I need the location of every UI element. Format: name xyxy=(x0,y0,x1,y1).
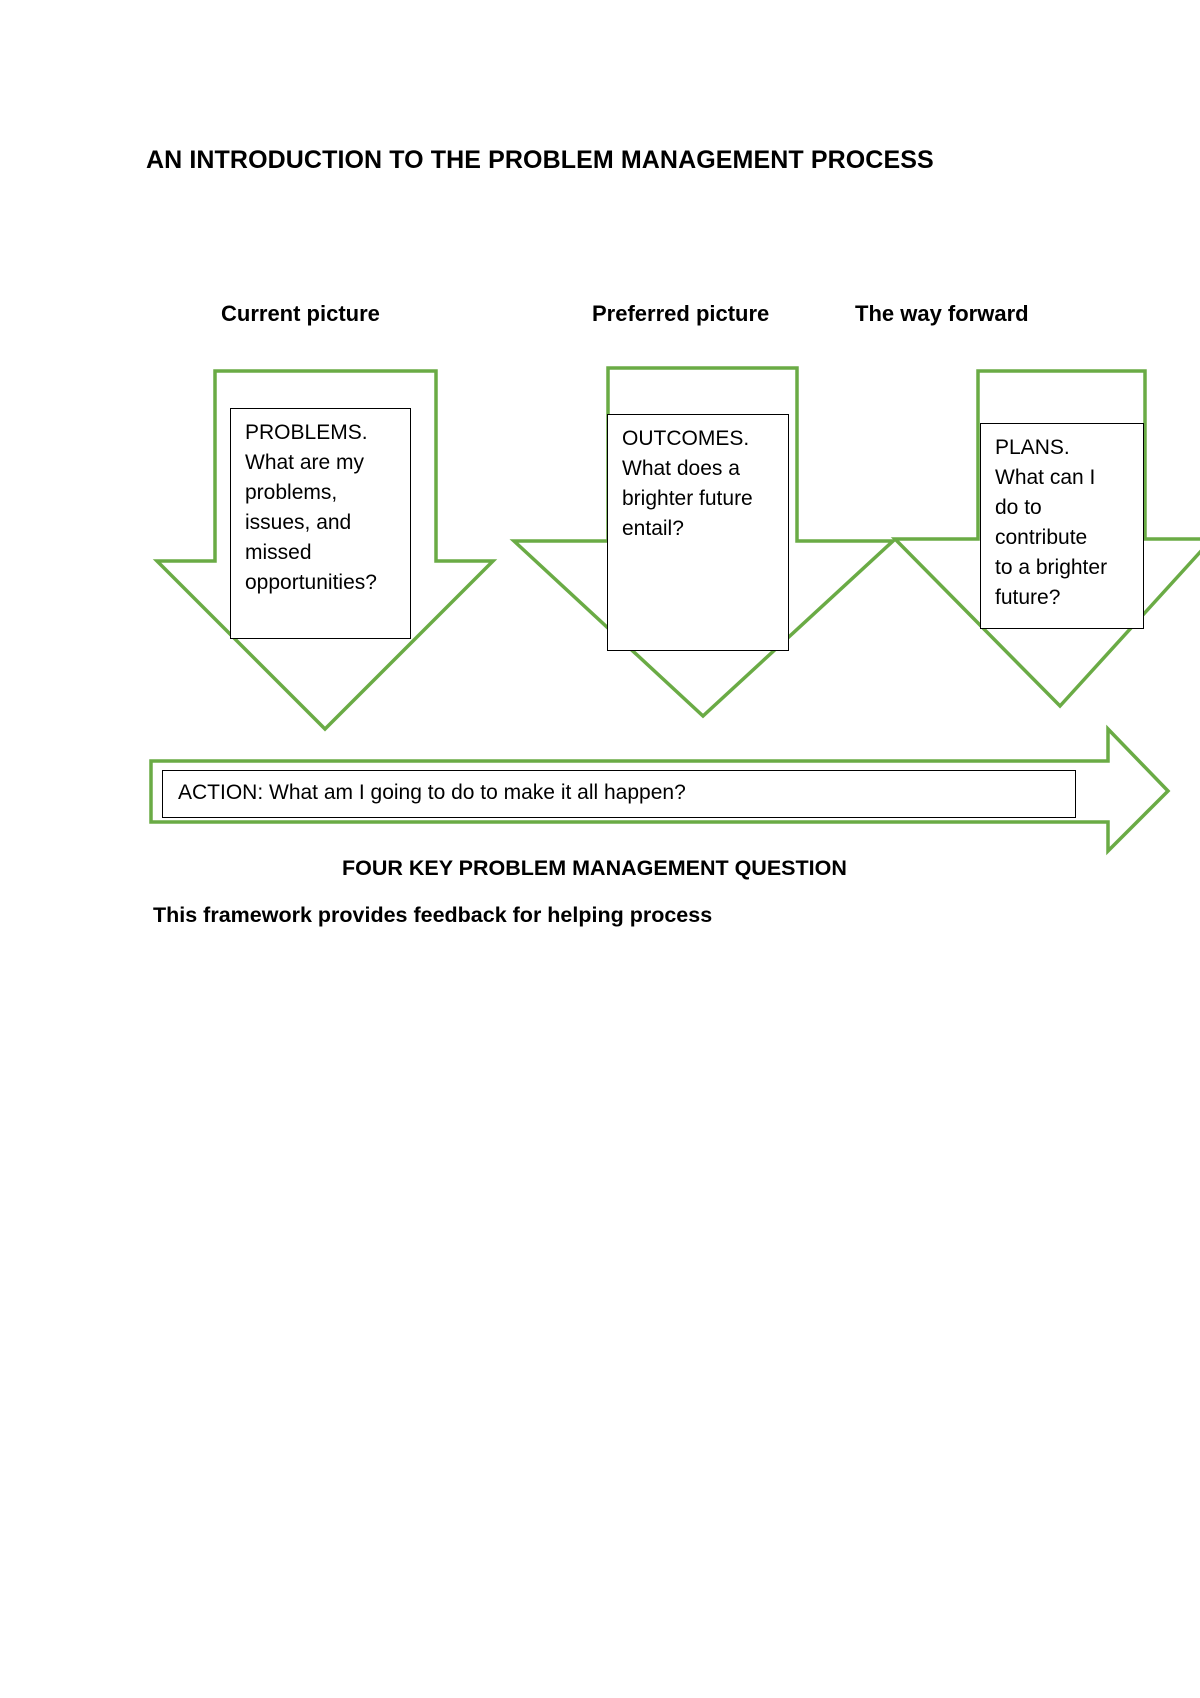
document-title: AN INTRODUCTION TO THE PROBLEM MANAGEMEN… xyxy=(146,146,934,174)
outcomes-box-text: OUTCOMES. What does a brighter future en… xyxy=(622,427,753,540)
plans-box: PLANS. What can I do to contribute to a … xyxy=(980,423,1144,629)
outcomes-box: OUTCOMES. What does a brighter future en… xyxy=(607,414,789,651)
action-box: ACTION: What am I going to do to make it… xyxy=(162,770,1076,818)
diagram-caption: FOUR KEY PROBLEM MANAGEMENT QUESTION xyxy=(342,856,847,880)
problems-box-text: PROBLEMS. What are my problems, issues, … xyxy=(245,421,377,594)
heading-preferred-picture: Preferred picture xyxy=(592,301,770,326)
plans-box-text: PLANS. What can I do to contribute to a … xyxy=(995,436,1108,609)
action-box-text: ACTION: What am I going to do to make it… xyxy=(178,781,686,804)
framework-note: This framework provides feedback for hel… xyxy=(153,903,713,927)
heading-current-picture: Current picture xyxy=(221,301,380,326)
problems-box: PROBLEMS. What are my problems, issues, … xyxy=(230,408,411,639)
heading-way-forward: The way forward xyxy=(855,301,1029,326)
